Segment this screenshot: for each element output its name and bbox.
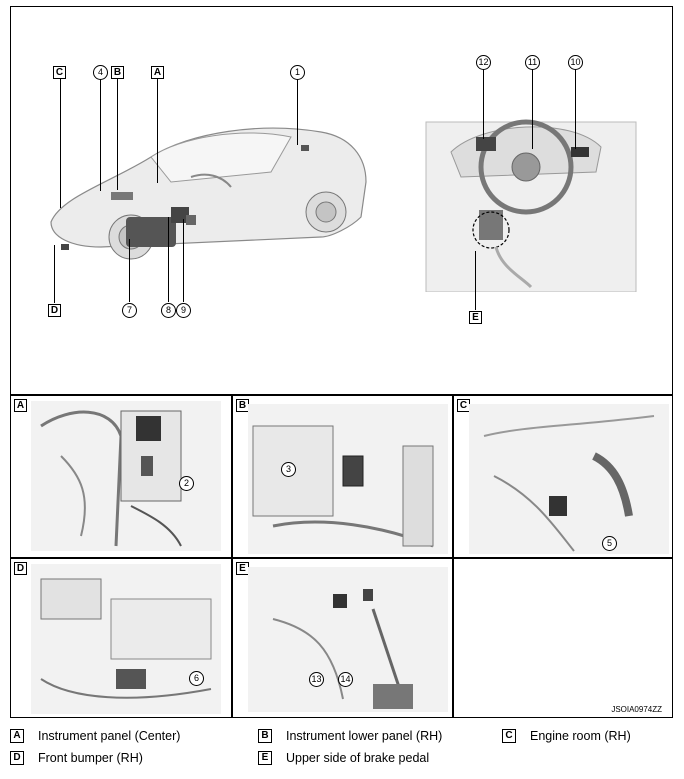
panel-D-photo [31, 564, 221, 714]
legend-item-E: E Upper side of brake pedal [258, 751, 429, 765]
legend-text: Instrument lower panel (RH) [286, 729, 443, 743]
leader-line [183, 219, 184, 302]
legend-text: Front bumper (RH) [38, 751, 143, 765]
detail-panel-D: D 6 [11, 559, 231, 717]
label-D: D [48, 304, 61, 317]
leader-line [475, 251, 476, 310]
legend-item-B: B Instrument lower panel (RH) [258, 729, 442, 743]
car-illustration [50, 127, 367, 260]
callout-10: 10 [568, 55, 583, 70]
leader-line [129, 239, 130, 302]
label-C: C [53, 66, 66, 79]
callout-14: 14 [338, 672, 353, 687]
callout-6: 6 [189, 671, 204, 686]
leader-line [297, 79, 298, 145]
figure-frame: C 4 B A 1 D 7 8 9 12 11 10 E A [10, 6, 673, 718]
legend-item-D: D Front bumper (RH) [10, 751, 143, 765]
callout-3: 3 [281, 462, 296, 477]
detail-panel-C: C 5 [454, 396, 674, 557]
legend-key: E [258, 751, 272, 765]
grid-top-border [11, 394, 672, 396]
figure-code: JSOIA0974ZZ [611, 705, 662, 714]
callout-11: 11 [525, 55, 540, 70]
callout-12: 12 [476, 55, 491, 70]
leader-line [100, 79, 101, 191]
callout-4: 4 [93, 65, 108, 80]
legend-text: Instrument panel (Center) [38, 729, 181, 743]
grid-divider [452, 394, 454, 718]
panel-C-photo [469, 404, 669, 554]
callout-1: 1 [290, 65, 305, 80]
panel-label-D: D [14, 562, 27, 575]
detail-panel-B: B 3 [233, 396, 452, 557]
grid-divider [231, 394, 233, 718]
overview-area: C 4 B A 1 D 7 8 9 12 11 10 E [11, 7, 672, 397]
empty-panel [454, 559, 674, 717]
leader-line [54, 245, 55, 303]
grid-mid-border [11, 557, 672, 559]
leader-line [157, 78, 158, 183]
legend-text: Engine room (RH) [530, 729, 631, 743]
legend-item-C: C Engine room (RH) [502, 729, 631, 743]
legend-key: C [502, 729, 516, 743]
leader-line [575, 69, 576, 149]
leader-line [483, 69, 484, 139]
callout-2: 2 [179, 476, 194, 491]
callout-8: 8 [161, 303, 176, 318]
legend-key: D [10, 751, 24, 765]
callout-9: 9 [176, 303, 191, 318]
legend-text: Upper side of brake pedal [286, 751, 430, 765]
leader-line [60, 78, 61, 208]
label-E: E [469, 311, 482, 324]
detail-panel-E: E 13 14 [233, 559, 452, 717]
legend-key: A [10, 729, 24, 743]
legend-key: B [258, 729, 272, 743]
leader-line [117, 78, 118, 190]
dashboard-illustration [425, 119, 637, 292]
panel-E-photo [248, 567, 448, 712]
callout-5: 5 [602, 536, 617, 551]
leader-line [168, 217, 169, 302]
leader-line [532, 69, 533, 149]
panel-label-A: A [14, 399, 27, 412]
callout-13: 13 [309, 672, 324, 687]
detail-panel-A: A 2 [11, 396, 231, 557]
legend-item-A: A Instrument panel (Center) [10, 729, 180, 743]
callout-7: 7 [122, 303, 137, 318]
panel-B-photo [248, 404, 448, 554]
panel-A-photo [31, 401, 221, 551]
